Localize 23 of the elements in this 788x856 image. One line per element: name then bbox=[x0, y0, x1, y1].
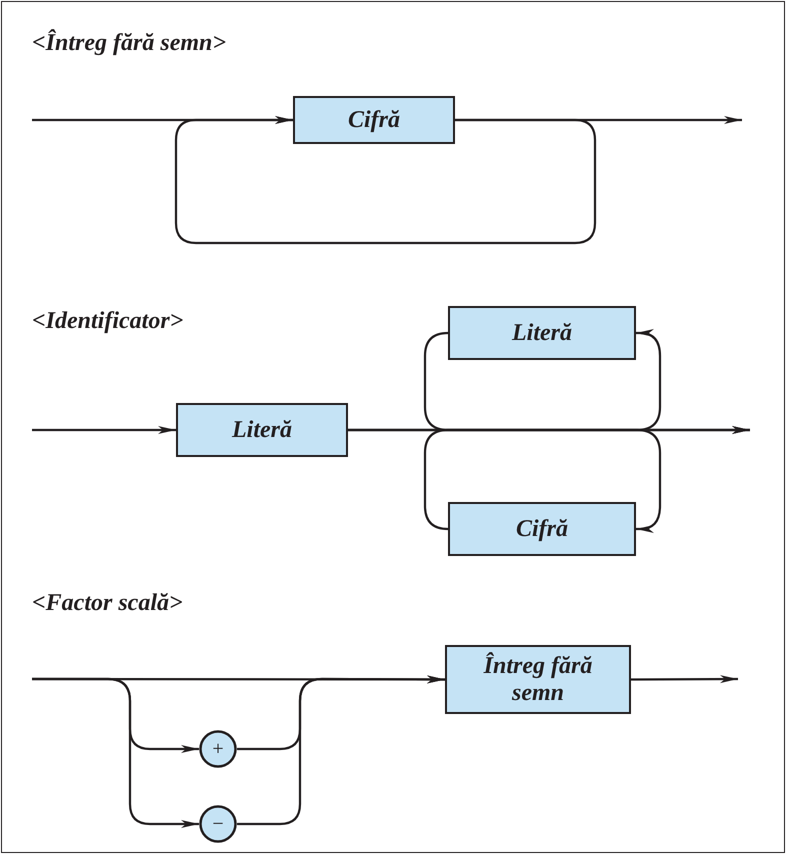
syntax-box bbox=[448, 306, 636, 360]
arrow bbox=[424, 426, 750, 530]
box-text: Întreg fără semn bbox=[482, 653, 594, 706]
arrow bbox=[348, 428, 662, 533]
arrow bbox=[32, 426, 176, 434]
arrow bbox=[174, 116, 596, 244]
syntax-box bbox=[445, 645, 631, 714]
box-text: Literă bbox=[512, 320, 572, 346]
sign-text: + bbox=[212, 738, 224, 760]
syntax-box bbox=[448, 502, 636, 556]
arrow bbox=[237, 675, 445, 826]
rule-title: <Întreg fără semn> bbox=[32, 30, 226, 57]
arrow bbox=[631, 675, 738, 684]
sign-text: − bbox=[212, 813, 224, 835]
syntax-box bbox=[176, 403, 348, 457]
box-text: Literă bbox=[232, 416, 292, 444]
box-text: Cifră bbox=[348, 106, 400, 134]
symbol-circle bbox=[199, 805, 237, 843]
symbol-circle bbox=[199, 730, 237, 768]
rule-title: <Identificator> bbox=[32, 308, 184, 335]
box-text: Cifră bbox=[516, 516, 568, 542]
rule-title: <Factor scală> bbox=[32, 590, 183, 617]
syntax-box bbox=[293, 96, 455, 144]
